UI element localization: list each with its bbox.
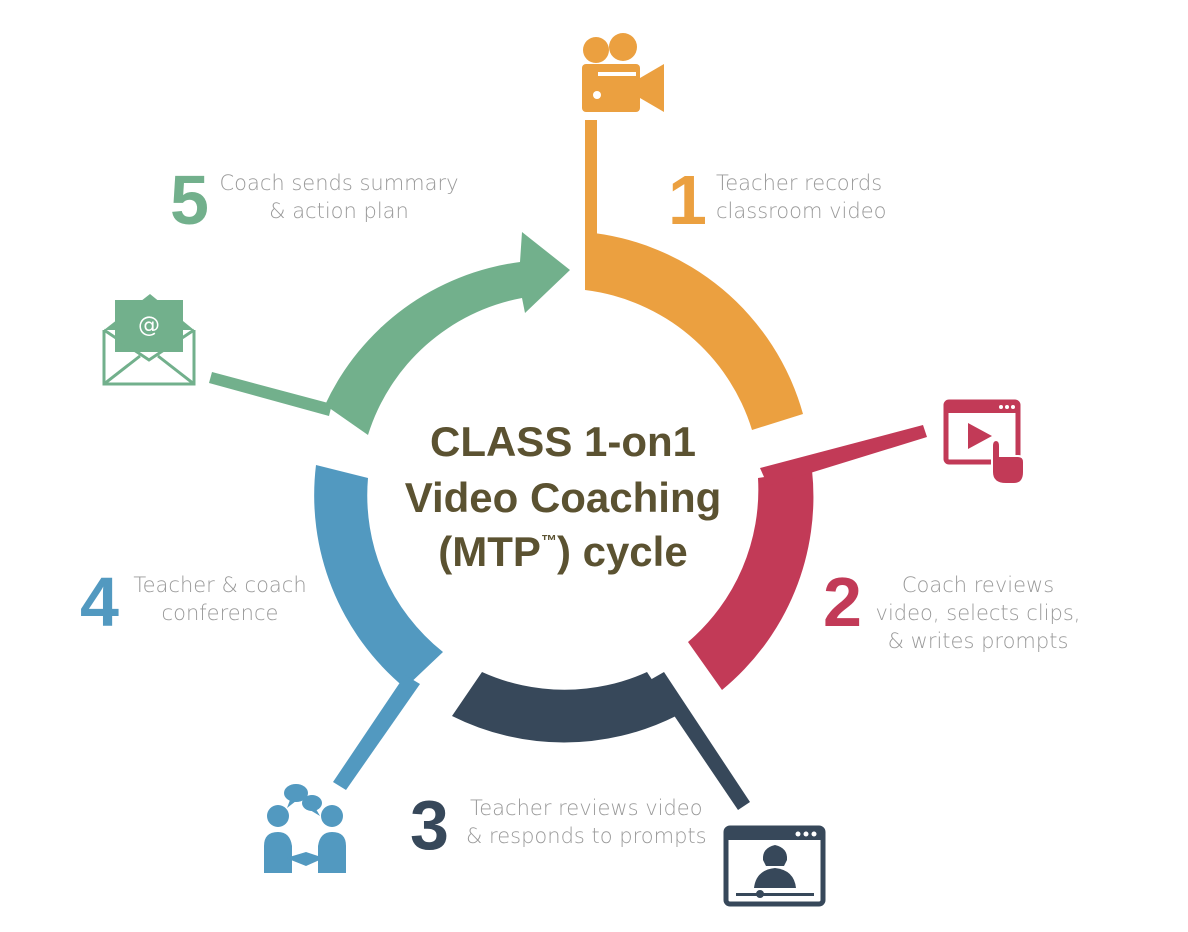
step-3-label: 3 Teacher reviews video & responds to pr… xyxy=(410,786,707,864)
segment-4 xyxy=(314,465,443,790)
step-2-text-line-3: & writes prompts xyxy=(888,629,1069,653)
segment-3-arc xyxy=(452,672,676,743)
step-3-text-line-1: Teacher reviews video xyxy=(470,796,703,820)
step-4-text-line-1: Teacher & coach xyxy=(133,573,306,597)
segment-5-arc xyxy=(325,232,570,435)
segment-5-connector xyxy=(209,372,332,416)
segment-3 xyxy=(452,672,750,810)
segment-5 xyxy=(209,232,570,435)
email-envelope-icon: @ xyxy=(102,294,196,386)
step-2-text-line-2: video, selects clips, xyxy=(876,601,1081,625)
segment-4-arc xyxy=(314,465,443,688)
conference-people-icon xyxy=(264,784,346,873)
segment-2-arc xyxy=(688,470,814,690)
video-camera-icon xyxy=(582,33,664,112)
step-3-text-line-2: & responds to prompts xyxy=(466,824,707,848)
center-title: CLASS 1-on1 Video Coaching (MTP™) cycle xyxy=(405,418,722,575)
step-5-label: 5 Coach sends summary & action plan xyxy=(170,161,459,239)
video-player-click-icon xyxy=(943,399,1025,485)
step-2-number: 2 xyxy=(823,563,862,641)
step-1-number: 1 xyxy=(668,161,707,239)
step-1-text-line-2: classroom video xyxy=(716,199,887,223)
step-4-number: 4 xyxy=(80,563,119,641)
segment-2-connector xyxy=(760,425,927,486)
video-teacher-screen-icon xyxy=(723,825,826,907)
step-3-number: 3 xyxy=(410,786,449,864)
trademark-symbol: ™ xyxy=(541,533,557,550)
center-title-line-3-pre: (MTP xyxy=(438,528,541,575)
step-2-label: 2 Coach reviews video, selects clips, & … xyxy=(823,563,1080,653)
step-5-text-line-2: & action plan xyxy=(269,199,409,223)
step-4-label: 4 Teacher & coach conference xyxy=(80,563,307,641)
step-5-number: 5 xyxy=(170,161,209,239)
center-title-line-3-post: ) cycle xyxy=(557,528,688,575)
step-1-label: 1 Teacher records classroom video xyxy=(668,161,887,239)
segment-1-arc xyxy=(585,232,803,430)
step-2-text-line-1: Coach reviews xyxy=(902,573,1054,597)
segment-1 xyxy=(585,120,803,430)
at-symbol: @ xyxy=(138,313,160,338)
center-title-line-1: CLASS 1-on1 xyxy=(430,418,696,465)
center-title-line-2: Video Coaching xyxy=(405,474,722,521)
segment-4-connector xyxy=(333,675,420,790)
segment-1-connector xyxy=(585,120,597,245)
segment-3-connector xyxy=(650,672,750,810)
step-4-text-line-2: conference xyxy=(162,601,279,625)
center-title-line-3: (MTP™) cycle xyxy=(438,528,687,575)
segment-2 xyxy=(688,425,927,690)
step-5-text-line-1: Coach sends summary xyxy=(219,171,458,195)
step-1-text-line-1: Teacher records xyxy=(716,171,882,195)
